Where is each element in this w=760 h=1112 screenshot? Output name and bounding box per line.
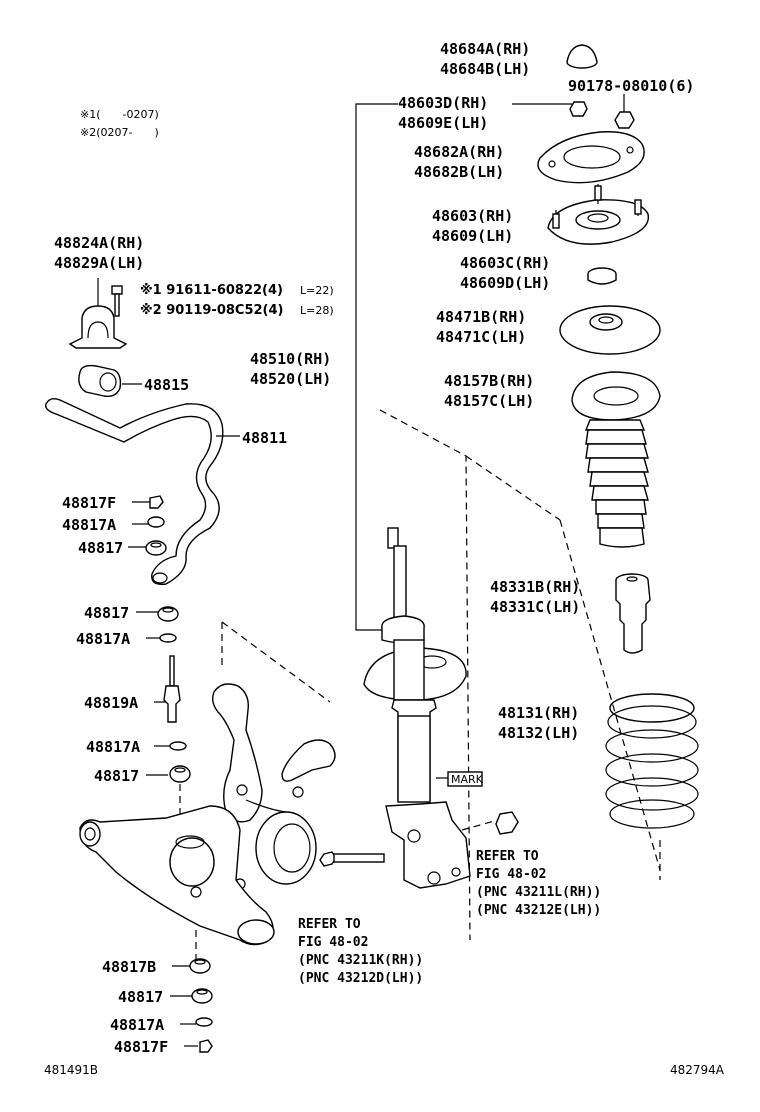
washer-48817A-top — [147, 516, 165, 528]
footer-right-code: 482794A — [670, 1063, 725, 1077]
label-48682B: 48682B(LH) — [414, 163, 504, 181]
footer-left-code: 481491B — [44, 1063, 98, 1077]
label-48817A-low: 48817A — [86, 738, 140, 756]
stabilizer-bar — [45, 397, 224, 585]
refer-left-1: REFER TO — [298, 917, 361, 932]
upper-plate — [537, 131, 645, 184]
shock-absorber — [363, 527, 471, 889]
label-48817-top: 48817 — [78, 539, 123, 557]
label-48157C: 48157C(LH) — [444, 392, 534, 410]
refer-left-4: (PNC 43212D(LH)) — [298, 971, 423, 986]
label-48520: 48520(LH) — [250, 370, 331, 388]
label-48817F-top: 48817F — [62, 494, 116, 512]
refer-left-3: (PNC 43211K(RH)) — [298, 953, 423, 968]
refer-right-1: REFER TO — [476, 849, 539, 864]
dust-cap — [566, 44, 598, 69]
label-48471C: 48471C(LH) — [436, 328, 526, 346]
label-48471B: 48471B(RH) — [436, 308, 526, 326]
refer-right-4: (PNC 43212E(LH)) — [476, 903, 601, 918]
label-48811: 48811 — [242, 429, 287, 447]
nut-48817F-bottom — [199, 1039, 213, 1053]
label-48609D: 48609D(LH) — [460, 274, 550, 292]
label-48331B: 48331B(RH) — [490, 578, 580, 596]
mark-text: MARK — [451, 773, 484, 786]
label-48682A: 48682A(RH) — [414, 143, 504, 161]
refer-right-2: FIG 48-02 — [476, 867, 546, 882]
label-48817A-mid: 48817A — [76, 630, 130, 648]
washer-48817A-mid — [159, 633, 177, 643]
label-48829A: 48829A(LH) — [54, 254, 144, 272]
washer-48817A-bottom — [195, 1017, 213, 1027]
label-48609: 48609(LH) — [432, 227, 513, 245]
stabilizer-bushing — [78, 364, 122, 398]
label-48603D: 48603D(RH) — [398, 94, 488, 112]
dust-boot — [571, 371, 661, 548]
washer-48817A-low — [169, 741, 187, 751]
note-2: ※2(0207- ) — [80, 126, 159, 139]
label-48824A: 48824A(RH) — [54, 234, 144, 252]
nut-48817F-top — [149, 495, 164, 509]
label-90119-note: L=28) — [300, 304, 334, 317]
label-90119: ※2 90119-08C52(4) — [140, 303, 283, 318]
spring-seat — [559, 305, 661, 355]
cushion-48817-bottom — [191, 988, 213, 1004]
label-48331C: 48331C(LH) — [490, 598, 580, 616]
coil-spring — [605, 693, 699, 829]
label-91611: ※1 91611-60822(4) — [140, 283, 283, 298]
stabilizer-link — [163, 655, 181, 723]
label-48684B: 48684B(LH) — [440, 60, 530, 78]
cushion-48817-top — [145, 540, 167, 556]
label-48684A: 48684A(RH) — [440, 40, 530, 58]
label-48815: 48815 — [144, 376, 189, 394]
lower-arm — [79, 805, 275, 946]
label-48817A-top: 48817A — [62, 516, 116, 534]
cushion-48817-low — [169, 765, 191, 783]
bump-stopper — [615, 573, 651, 654]
label-48817-bottom: 48817 — [118, 988, 163, 1006]
note-1: ※1( -0207) — [80, 108, 159, 121]
mark-box — [447, 771, 483, 787]
bracket-bolt — [111, 285, 123, 317]
cushion-48817B — [189, 958, 211, 974]
label-48817-low: 48817 — [94, 767, 139, 785]
label-91611-note: L=22) — [300, 284, 334, 297]
label-48132: 48132(LH) — [498, 724, 579, 742]
refer-left-2: FIG 48-02 — [298, 935, 368, 950]
label-48603C: 48603C(RH) — [460, 254, 550, 272]
label-48817F-bottom: 48817F — [114, 1038, 168, 1056]
label-48817-mid: 48817 — [84, 604, 129, 622]
label-90178: 90178-08010(6) — [568, 77, 694, 95]
label-48157B: 48157B(RH) — [444, 372, 534, 390]
stabilizer-bracket — [68, 305, 128, 349]
label-48510: 48510(RH) — [250, 350, 331, 368]
label-48609E: 48609E(LH) — [398, 114, 488, 132]
label-48603: 48603(RH) — [432, 207, 513, 225]
label-48817B: 48817B — [102, 958, 156, 976]
label-48817A-bottom: 48817A — [110, 1016, 164, 1034]
nut-48603D — [569, 101, 588, 117]
strut-support — [547, 184, 650, 245]
strut-bolt — [319, 851, 385, 867]
label-48819A: 48819A — [84, 694, 138, 712]
steering-knuckle — [211, 683, 336, 890]
washer-48603C — [587, 267, 617, 285]
refer-right-3: (PNC 43211L(RH)) — [476, 885, 601, 900]
label-48131: 48131(RH) — [498, 704, 579, 722]
strut-nut — [495, 811, 519, 835]
cushion-48817-mid — [157, 606, 179, 622]
nut-90178 — [614, 94, 635, 129]
